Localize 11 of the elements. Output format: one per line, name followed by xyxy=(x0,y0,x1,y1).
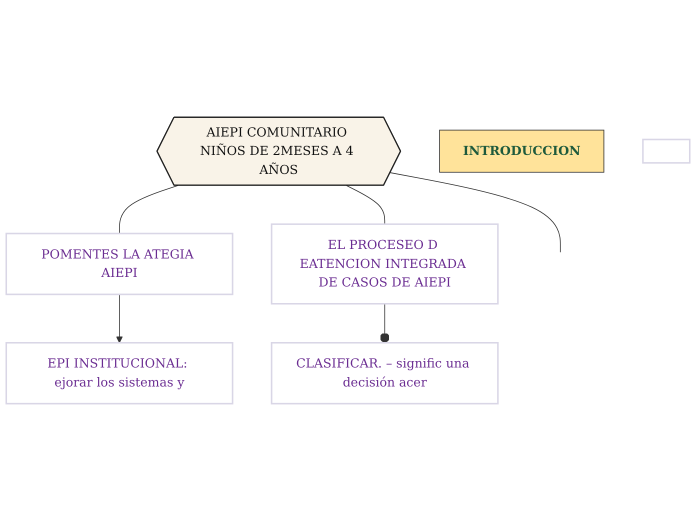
node-box: POMENTES LA ATEGIA AIEPI xyxy=(5,232,234,295)
connector xyxy=(346,184,386,224)
connector xyxy=(390,172,561,252)
node-box: EPI INSTITUCIONAL: ejorar los sistemas y xyxy=(5,342,234,404)
arrow xyxy=(116,294,123,343)
node-box: EL PROCESEO D EATENCION INTEGRADA DE CASOS DE AIEPI xyxy=(270,222,499,304)
node-box xyxy=(642,138,691,164)
node-box: CLASIFICAR. – signific una decisión acer xyxy=(270,342,499,404)
connector xyxy=(119,184,178,234)
connector xyxy=(380,302,390,343)
node-box: INTRODUCCION xyxy=(439,129,604,172)
